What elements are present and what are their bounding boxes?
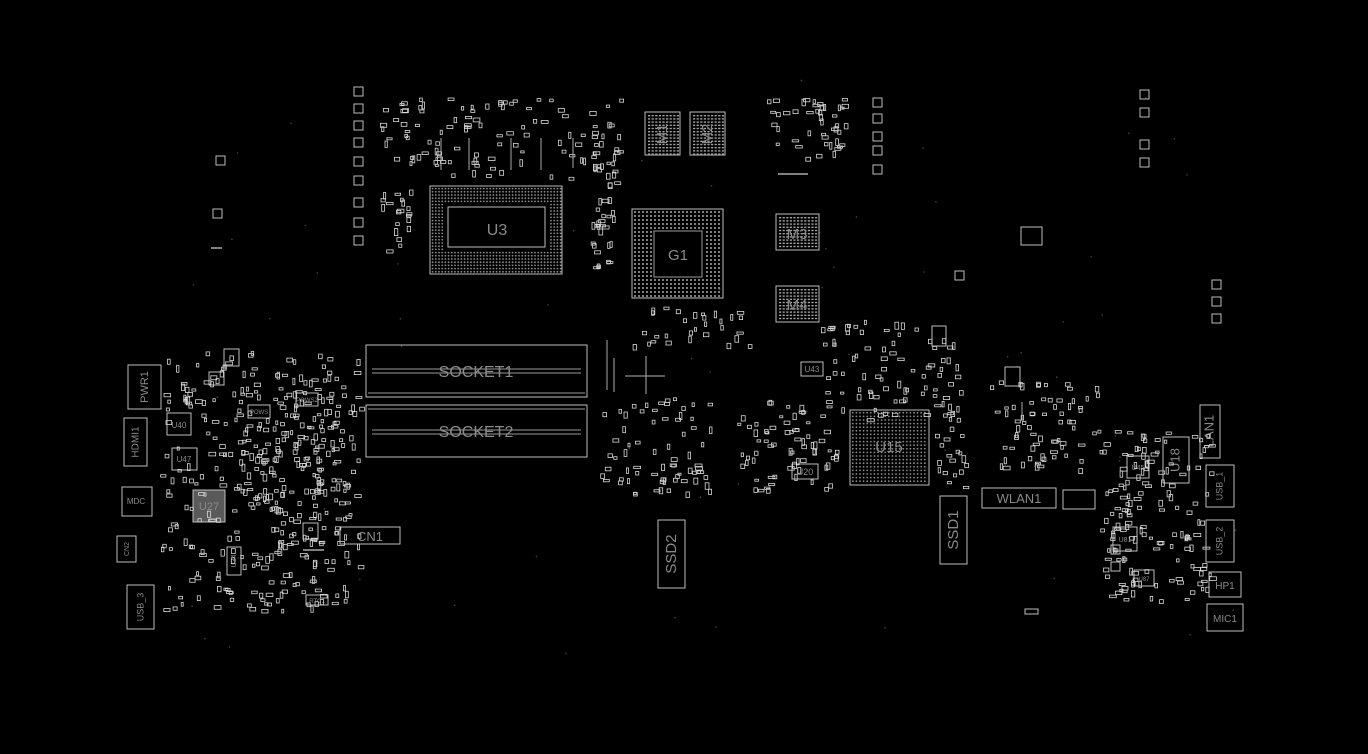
label-MDC: MDC (127, 497, 145, 506)
label-POWS2: POWS2 (296, 398, 318, 404)
label-HDMI1: HDMI1 (131, 426, 142, 458)
label-CN1: CN1 (357, 529, 383, 544)
crosshair-cursor (613, 356, 665, 394)
component-SOCKET1[interactable]: SOCKET1 (365, 344, 588, 398)
label-M4: M4 (787, 297, 808, 314)
component-LAN1[interactable]: LAN1 (1199, 404, 1221, 459)
label-U40: U40 (172, 421, 187, 430)
component-WLAN1[interactable]: WLAN1 (981, 487, 1096, 510)
label-USB_2: USB_2 (1214, 527, 1224, 556)
component-M4[interactable]: M4 (775, 285, 820, 323)
label-U43: U43 (805, 365, 820, 374)
label-WLAN1: WLAN1 (997, 491, 1042, 506)
label-SSD1: SSD1 (945, 510, 962, 549)
component-PWR1[interactable]: PWR1 (127, 364, 162, 410)
label-M2: M2 (699, 124, 716, 145)
component-G1[interactable]: G1 (631, 208, 724, 299)
label-MIC1: MIC1 (1213, 614, 1237, 625)
component-POWS2[interactable]: POWS2 (295, 392, 319, 407)
component-M1[interactable]: M1 (644, 111, 681, 156)
label-M3: M3 (787, 226, 808, 243)
label-SSD2: SSD2 (663, 534, 680, 573)
component-U47[interactable]: U47 (171, 447, 198, 471)
misc-footprints (208, 226, 1043, 615)
component-M2[interactable]: M2 (689, 111, 726, 156)
label-M1: M1 (654, 124, 671, 145)
g1-ball-grid (633, 210, 721, 298)
u3-ball-grid (431, 187, 562, 273)
component-HP1[interactable]: HP1 (1208, 571, 1242, 598)
label-U18: U18 (1167, 448, 1182, 472)
component-CN1[interactable]: CN1 (339, 526, 401, 545)
label-PWR1: PWR1 (139, 371, 151, 403)
component-CN2[interactable]: CN2 (116, 535, 137, 563)
label-G1: G1 (668, 247, 688, 264)
component-U20[interactable]: U20 (791, 463, 819, 480)
label-U45: U45 (1132, 465, 1145, 472)
label-U27: U27 (199, 501, 219, 513)
label-U3: U3 (487, 222, 508, 239)
component-U40[interactable]: U40 (166, 412, 192, 436)
component-SSD1[interactable]: SSD1 (939, 495, 968, 565)
label-POWS1: POWS (250, 410, 268, 416)
component-U43[interactable]: U43 (800, 361, 824, 377)
component-SOCKET2[interactable]: SOCKET2 (365, 404, 588, 458)
label-U20: U20 (797, 467, 814, 477)
component-U15[interactable]: U15 (849, 409, 930, 486)
component-U3[interactable]: U3 (429, 185, 563, 275)
component-RTC1[interactable]: RTC1 (305, 594, 329, 606)
component-USB_3[interactable]: USB_3 (126, 584, 155, 630)
component-MDC[interactable]: MDC (121, 486, 153, 517)
label-CN2: CN2 (124, 542, 131, 556)
label-HP1: HP1 (1215, 581, 1235, 592)
label-U81: U81 (1119, 537, 1132, 544)
label-SOCKET2: SOCKET2 (439, 424, 514, 441)
component-MIC1[interactable]: MIC1 (1206, 603, 1244, 632)
component-U18[interactable]: U18 (1162, 436, 1190, 484)
m2-pads (693, 115, 724, 155)
label-LAN1: LAN1 (1201, 415, 1216, 448)
u15-ball-grid (851, 411, 926, 483)
label-SOCKET1: SOCKET1 (439, 364, 514, 381)
label-U87: U87 (1138, 577, 1150, 583)
label-U47: U47 (177, 455, 192, 464)
component-USB_2[interactable]: USB_2 (1205, 519, 1235, 563)
passive-components (160, 86, 1222, 614)
label-U34: U34 (231, 554, 238, 567)
component-USB_1[interactable]: USB_1 (1205, 464, 1235, 508)
m1-pads (648, 115, 679, 155)
component-U34[interactable]: U34 (226, 546, 242, 576)
board-dots (191, 79, 1237, 655)
component-M3[interactable]: M3 (775, 213, 820, 251)
component-SSD2[interactable]: SSD2 (657, 519, 686, 589)
component-HDMI1[interactable]: HDMI1 (123, 417, 148, 467)
m4-pads (779, 289, 818, 320)
label-USB_1: USB_1 (1214, 472, 1224, 501)
label-U15: U15 (875, 439, 903, 456)
label-USB_3: USB_3 (135, 593, 145, 622)
m3-pads (779, 217, 818, 248)
